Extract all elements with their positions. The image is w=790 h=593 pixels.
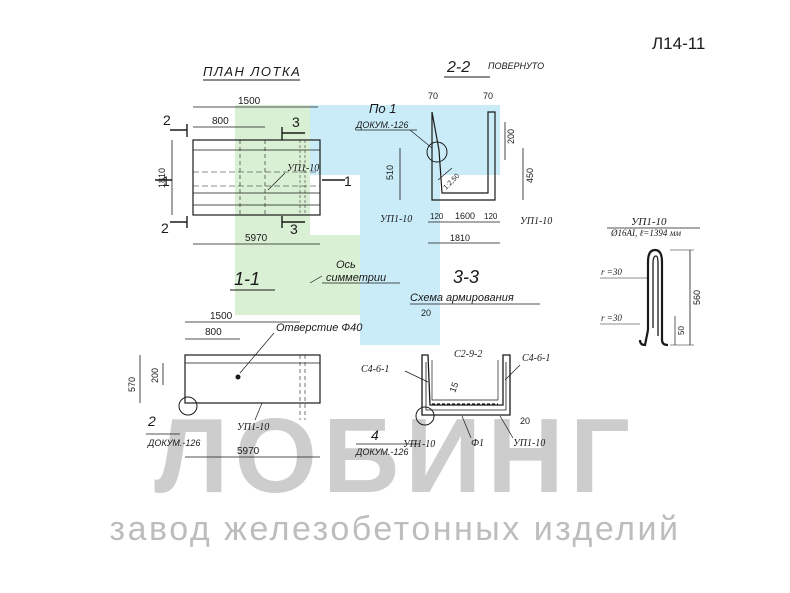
node-2-number: 2 (147, 413, 156, 429)
section-3-3-dim-15: 15 (447, 381, 460, 394)
loop-title: УП1-10 (631, 216, 667, 228)
section-2-2-label-up-right: УП1-10 (520, 216, 552, 227)
plan-dim-1500: 1500 (238, 96, 261, 107)
plan-title: ПЛАН ЛОТКА (203, 64, 301, 79)
logo-green-bottom (235, 235, 380, 315)
logo-blue-top (310, 105, 500, 175)
plan-section-3-bottom: 3 (290, 221, 298, 237)
section-3-3-c4-right: С4-6-1 (522, 353, 550, 364)
section-1-1-dim-570: 570 (127, 377, 137, 392)
section-2-2-dim-120-left: 120 (430, 212, 444, 221)
tagline-watermark: завод железобетонных изделий (110, 510, 681, 548)
section-1-1-dim-5970: 5970 (237, 446, 260, 457)
plan-dim-800: 800 (212, 116, 229, 127)
loop-radius-top: r =30 (601, 267, 622, 277)
section-3-3: 3-3 Схема армирования 20 С2-9-2 С4-6-1 С… (355, 267, 550, 457)
loop-radius-bottom: r =30 (601, 313, 622, 323)
section-2-2-note: ПОВЕРНУТО (488, 61, 544, 71)
node-2-doc: ДОКУМ.-126 (147, 438, 200, 448)
pos-1-label: По 1 (369, 101, 397, 116)
section-1-1-dim-200: 200 (150, 368, 160, 383)
loop-dim-50: 50 (677, 326, 686, 335)
loop-spec: Ø16АI, ℓ=1394 мм (610, 228, 681, 238)
node-4-number: 4 (371, 427, 379, 443)
section-3-3-dim-20-right: 20 (520, 416, 530, 426)
section-2-2-label-up-left: УП1-10 (380, 214, 412, 225)
section-2-2-dim-70-right: 70 (483, 91, 493, 101)
logo-watermark (235, 105, 500, 345)
section-2-2-dim-450: 450 (525, 168, 535, 183)
hole-mark (235, 374, 241, 380)
plan-loop-label: УП1-10 (287, 163, 319, 174)
section-2-2-title: 2-2 (446, 59, 470, 76)
section-3-3-dim-20-top: 20 (421, 308, 431, 318)
section-3-3-c2: С2-9-2 (454, 349, 482, 360)
section-1-1: Ось симметрии 1-1 1500 800 Отверстие Ф40… (127, 259, 400, 458)
section-2-2-dim-120-right: 120 (484, 212, 498, 221)
lifting-loop-detail: УП1-10 Ø16АI, ℓ=1394 мм r =30 r =30 560 … (600, 216, 702, 347)
node-4-doc: ДОКУМ.-126 (355, 447, 408, 457)
section-1-1-dim-800: 800 (205, 327, 222, 338)
plan-section-2-bottom: 2 (161, 220, 169, 236)
node-2-callout (178, 396, 198, 416)
plan-section-1-right: 1 (344, 173, 352, 189)
section-2-2-dim-1600: 1600 (455, 211, 475, 221)
pos-1-doc: ДОКУМ.-126 (355, 120, 408, 130)
section-2-2-angle: 1:2,50 (442, 173, 461, 192)
brand-watermark: ЛОБИНГ (154, 397, 636, 515)
section-2-2-dim-510: 510 (385, 165, 395, 180)
loop-dim-560: 560 (692, 290, 702, 305)
plan-section-3-top: 3 (292, 114, 300, 130)
axis-of-symmetry-1: Ось (336, 259, 356, 271)
hole-label: Отверстие Ф40 (276, 322, 363, 334)
section-3-3-subtitle: Схема армирования (410, 292, 514, 304)
axis-of-symmetry-2: симметрии (326, 272, 386, 284)
plan-section-1-left: 1 (162, 173, 170, 189)
section-2-2-dim-200: 200 (506, 129, 516, 144)
section-2-2-dim-70-left: 70 (428, 91, 438, 101)
plan-view: ПЛАН ЛОТКА 1500 800 2 3 1810 1 1 УП1-10 … (155, 64, 352, 245)
section-2-2-dim-1810: 1810 (450, 233, 470, 243)
section-1-1-label-up: УП1-10 (237, 422, 269, 433)
section-3-3-f1: Ф1 (471, 438, 484, 449)
section-3-3-label-up-right: УП1-10 (513, 438, 545, 449)
plan-dim-1810: 1810 (157, 168, 167, 188)
section-3-3-c4-left: С4-6-1 (361, 364, 389, 375)
plan-section-2-top: 2 (163, 112, 171, 128)
node-4-callout (415, 406, 435, 426)
section-1-1-title: 1-1 (234, 269, 260, 289)
section-3-3-title: 3-3 (453, 267, 479, 287)
sheet-code: Л14-11 (652, 34, 705, 53)
section-3-3-label-up-left: УП1-10 (403, 439, 435, 450)
plan-dim-5970: 5970 (245, 233, 268, 244)
section-1-1-dim-1500: 1500 (210, 311, 233, 322)
